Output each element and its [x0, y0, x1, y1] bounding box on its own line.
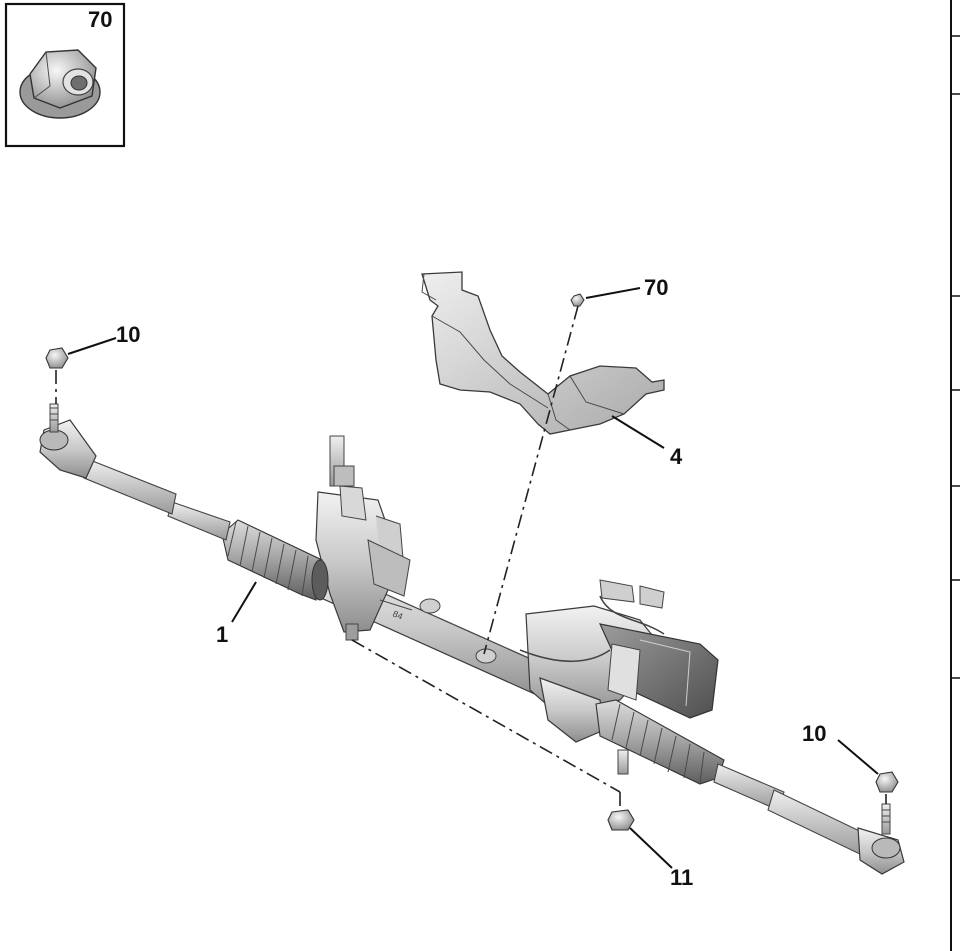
callout-nut-left: 10	[116, 322, 140, 347]
right-tie-rod	[713, 763, 905, 875]
callout-nut-right: 10	[802, 721, 826, 746]
left-tie-rod	[39, 403, 231, 541]
pinion-housing: 84	[315, 435, 413, 641]
nut-10-left	[45, 347, 69, 369]
left-bellows-boot	[221, 519, 329, 601]
heat-shield	[421, 271, 665, 435]
inset-label: 70	[88, 7, 112, 32]
assist-motor-unit	[519, 579, 719, 743]
inset-box: 70	[4, 2, 126, 148]
leader-lines	[67, 287, 879, 869]
assembly-lines	[55, 305, 887, 810]
callout-bolt-bottom: 11	[670, 865, 693, 890]
bolt-11	[607, 809, 635, 831]
nut-10-right	[875, 771, 899, 793]
callout-rack-assembly: 1	[216, 622, 228, 647]
right-bellows-boot	[595, 699, 725, 785]
flange-nut-icon	[19, 49, 101, 119]
callout-heat-shield: 4	[670, 444, 683, 469]
svg-text:84: 84	[391, 609, 404, 622]
side-table-frame	[950, 0, 960, 951]
callout-bracket-nut: 70	[644, 275, 668, 300]
nut-70-bracket	[570, 293, 585, 307]
